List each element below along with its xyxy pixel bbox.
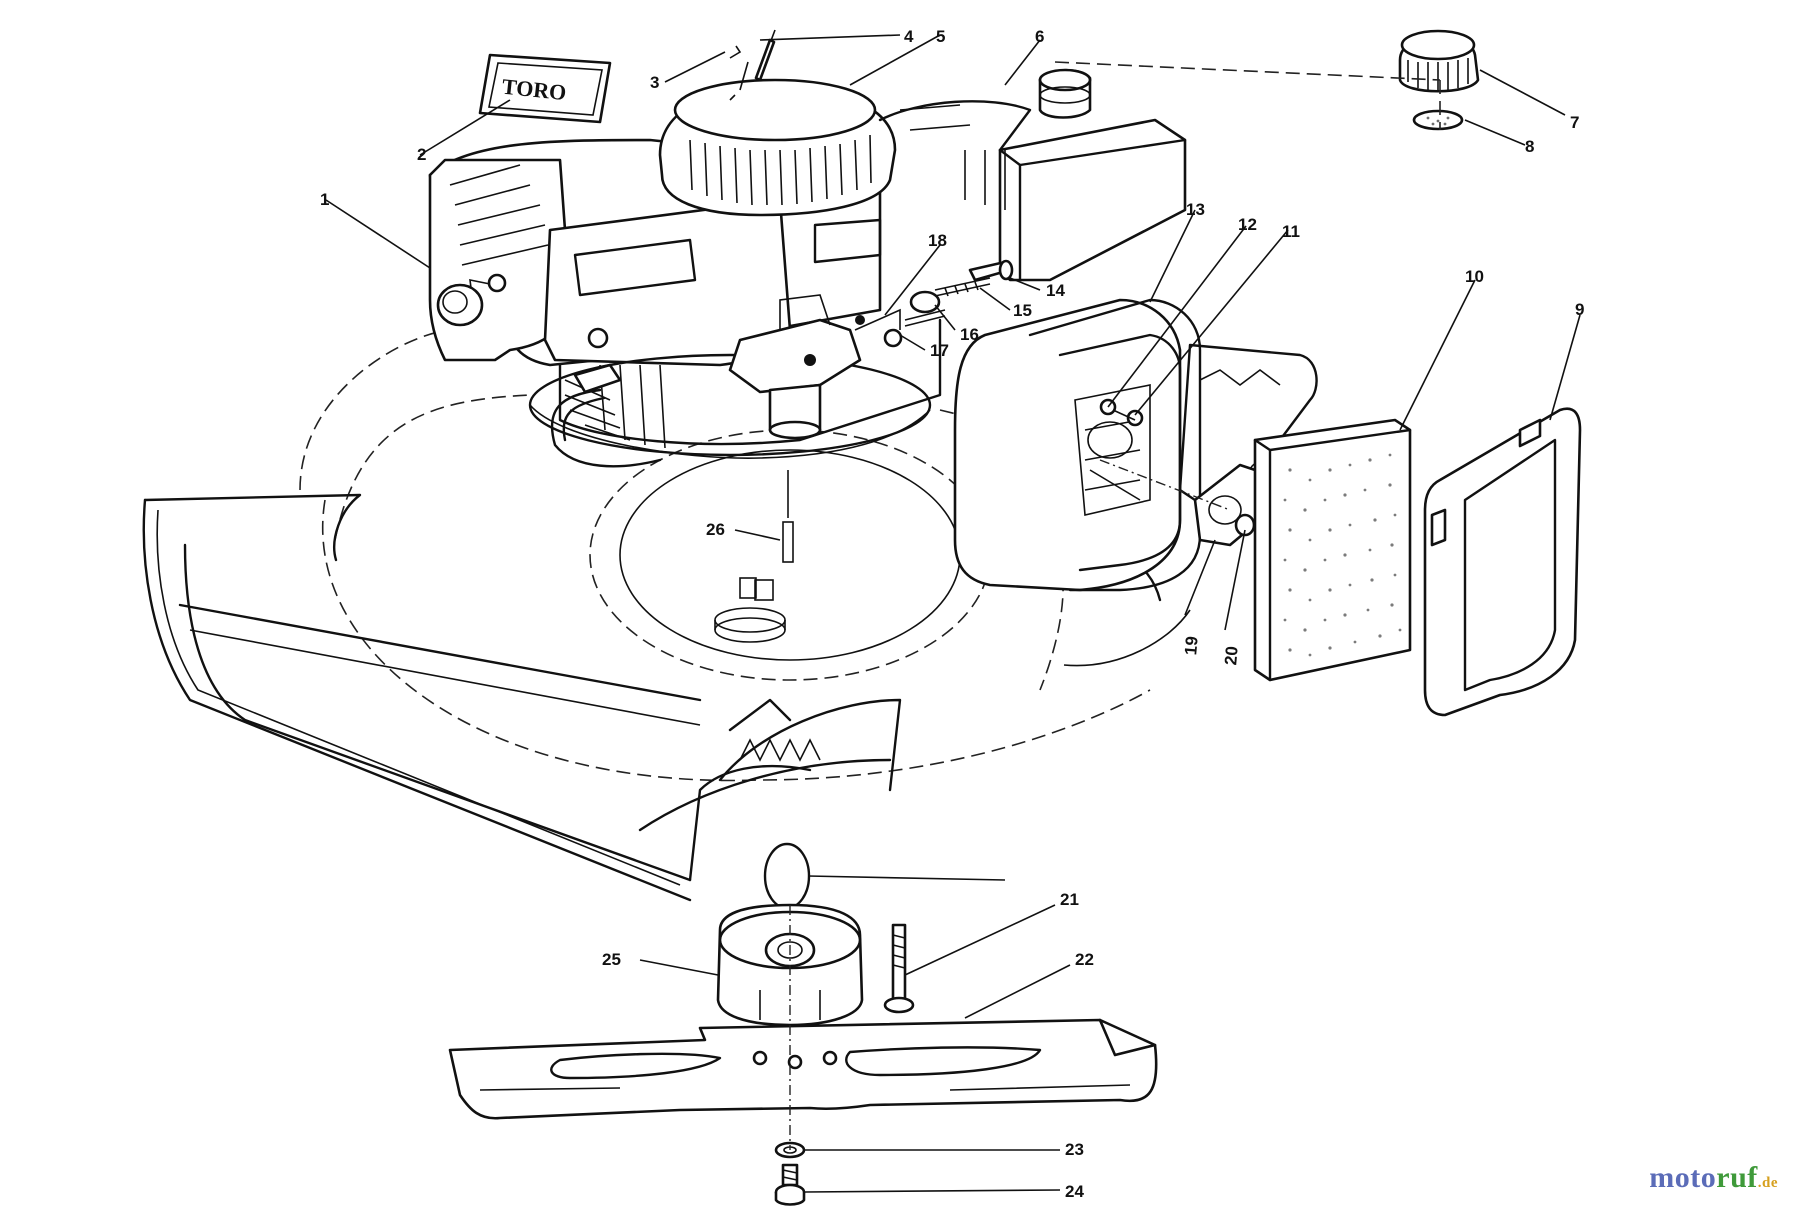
air-cleaner bbox=[953, 298, 1582, 717]
callout-leaders bbox=[325, 34, 1581, 1193]
callout-13: 13 bbox=[1186, 200, 1205, 219]
callout-16: 16 bbox=[960, 325, 979, 344]
callout-25: 25 bbox=[602, 950, 621, 969]
callout-21: 21 bbox=[1060, 890, 1079, 909]
callout-5: 5 bbox=[936, 27, 945, 46]
callout-3: 3 bbox=[650, 73, 659, 92]
callout-7: 7 bbox=[1570, 113, 1579, 132]
callout-19: 19 bbox=[1181, 635, 1202, 656]
toro-decal-logo: TORO bbox=[478, 53, 612, 124]
callout-8: 8 bbox=[1525, 137, 1534, 156]
callout-6: 6 bbox=[1035, 27, 1044, 46]
callout-1: 1 bbox=[320, 190, 329, 209]
small-parts: TORO bbox=[478, 29, 1480, 131]
callout-23: 23 bbox=[1065, 1140, 1084, 1159]
callout-numbers: 1 2 3 4 5 6 7 8 9 10 11 12 13 14 15 16 1… bbox=[320, 27, 1584, 1201]
callout-9: 9 bbox=[1575, 300, 1584, 319]
callout-17: 17 bbox=[930, 341, 949, 360]
callout-15: 15 bbox=[1013, 301, 1032, 320]
callout-4: 4 bbox=[904, 27, 914, 46]
callout-11: 11 bbox=[1282, 222, 1300, 241]
callout-26: 26 bbox=[706, 520, 725, 539]
callout-18: 18 bbox=[928, 231, 947, 250]
callout-22: 22 bbox=[1075, 950, 1094, 969]
callout-10: 10 bbox=[1465, 267, 1484, 286]
blade-assembly bbox=[448, 903, 1158, 1206]
callout-2: 2 bbox=[417, 145, 426, 164]
callout-24: 24 bbox=[1065, 1182, 1084, 1201]
engine bbox=[428, 68, 1187, 601]
callout-20: 20 bbox=[1221, 645, 1242, 666]
mower-deck bbox=[142, 328, 1318, 910]
callout-14: 14 bbox=[1046, 281, 1065, 300]
watermark-logo: motoruf.de bbox=[1649, 1161, 1778, 1194]
callout-12: 12 bbox=[1238, 215, 1257, 234]
